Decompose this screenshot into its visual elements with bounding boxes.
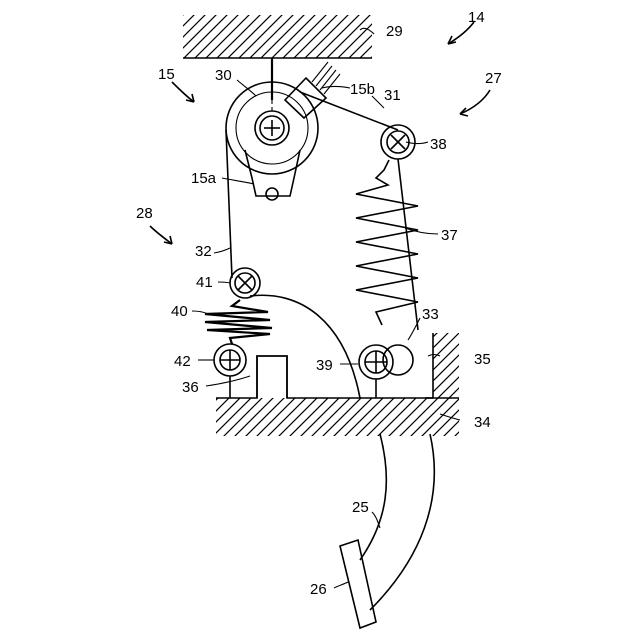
label-38: 38 (430, 136, 447, 153)
label-40: 40 (171, 303, 188, 320)
pedal-pad-26 (340, 540, 376, 628)
label-26: 26 (310, 581, 327, 598)
pulley-38 (381, 125, 415, 159)
leader-lines (192, 28, 460, 588)
label-41: 41 (196, 274, 213, 291)
stopper-36 (257, 356, 287, 398)
label-31: 31 (384, 87, 401, 104)
label-15b: 15b (350, 81, 375, 98)
pulley-42 (214, 344, 246, 398)
label-42: 42 (174, 353, 191, 370)
label-34: 34 (474, 414, 491, 431)
spring-37 (356, 159, 418, 330)
label-32: 32 (195, 243, 212, 260)
label-14: 14 (468, 9, 485, 26)
label-29: 29 (386, 23, 403, 40)
label-39: 39 (316, 357, 333, 374)
label-37: 37 (441, 227, 458, 244)
right-wall-35 (425, 333, 459, 399)
arrow-27 (460, 90, 490, 116)
label-35: 35 (474, 351, 491, 368)
label-28: 28 (136, 205, 153, 222)
label-25: 25 (352, 499, 369, 516)
wire-32 (226, 130, 232, 278)
arrow-15 (172, 82, 194, 102)
label-33: 33 (422, 306, 439, 323)
spring-40 (205, 300, 272, 344)
label-36: 36 (182, 379, 199, 396)
sensor-arm-15b (285, 62, 340, 118)
lower-base-34 (216, 356, 459, 436)
label-30: 30 (215, 67, 232, 84)
label-15a: 15a (191, 170, 217, 187)
label-15: 15 (158, 66, 175, 83)
upper-base-29 (183, 15, 372, 58)
label-27: 27 (485, 70, 502, 87)
pulley-pivot-screw (255, 111, 289, 145)
pedal-arm-25 (360, 434, 434, 610)
labels: 14 29 15 30 15b 27 31 38 15a 28 37 32 41… (136, 9, 502, 598)
arrow-28 (150, 226, 172, 244)
